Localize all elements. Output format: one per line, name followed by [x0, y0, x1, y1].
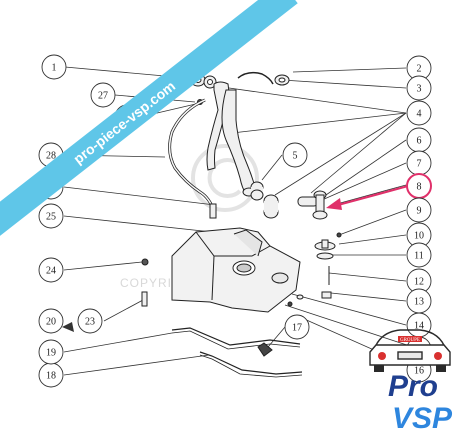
callout-label: 27 — [98, 91, 108, 102]
leader-lines — [63, 66, 420, 376]
car-icon — [369, 329, 451, 372]
callout-6: 6 — [406, 127, 432, 153]
callout-circle — [406, 242, 432, 268]
site-banner: pro-piece-vsp.com — [0, 0, 298, 238]
banner-band — [0, 0, 298, 238]
callout-label: 18 — [46, 371, 56, 382]
callout-9: 9 — [406, 197, 432, 223]
callout-label: 5 — [293, 151, 298, 162]
callout-label: 24 — [46, 266, 56, 277]
callout-label: 25 — [46, 212, 56, 223]
callout-7: 7 — [406, 150, 432, 176]
callout-3: 3 — [406, 75, 432, 101]
callout-25: 25 — [38, 203, 64, 229]
callout-circle — [38, 308, 64, 334]
callout-11: 11 — [406, 242, 432, 268]
callout-8: 8 — [406, 173, 432, 199]
callout-label: 20 — [46, 317, 56, 328]
callout-10: 10 — [406, 222, 432, 248]
callout-label: 11 — [414, 251, 424, 262]
callout-circle — [406, 100, 432, 126]
callout-label: 3 — [417, 84, 422, 95]
highlight-arrow — [337, 184, 409, 207]
callout-label: 19 — [46, 348, 56, 359]
callout-label: 16 — [414, 366, 424, 377]
callout-label: 6 — [417, 136, 422, 147]
provsp-logo: GROUPE Pro VSP — [369, 329, 453, 435]
callout-24: 24 — [38, 257, 64, 283]
callout-label: 23 — [85, 317, 95, 328]
callout-circle — [38, 339, 64, 365]
callout-label: 8 — [417, 182, 422, 193]
callout-20: 20 — [38, 308, 64, 334]
callout-label: 10 — [414, 231, 424, 242]
callout-circle — [282, 142, 308, 168]
callout-17: 17 — [284, 314, 310, 340]
arrow-20 — [62, 322, 74, 332]
callout-circle — [406, 197, 432, 223]
parts — [141, 71, 342, 378]
callout-circle — [90, 82, 116, 108]
callout-label: 1 — [52, 63, 57, 74]
callout-label: 2 — [417, 64, 422, 75]
callout-label: 17 — [292, 323, 302, 334]
callout-23: 23 — [77, 308, 103, 334]
callout-13: 13 — [406, 288, 432, 314]
callout-circle — [406, 75, 432, 101]
logo-pro-text: Pro — [388, 370, 438, 403]
copyright-circle — [191, 144, 259, 212]
callout-label: 4 — [417, 109, 422, 120]
logo-vsp-text: VSP — [392, 402, 453, 435]
highlight-arrowhead — [326, 198, 342, 210]
callout-label: 28 — [46, 151, 56, 162]
callout-circle — [38, 203, 64, 229]
callout-circle — [38, 257, 64, 283]
callout-18: 18 — [38, 362, 64, 388]
tagline-bar — [398, 336, 422, 342]
banner-text: pro-piece-vsp.com — [70, 78, 178, 167]
callout-circle — [77, 308, 103, 334]
callout-14: 14 — [406, 312, 432, 338]
callouts: 1234567891011121314151617181920232425272… — [38, 54, 432, 388]
callout-27: 27 — [90, 82, 116, 108]
callout-label: 7 — [417, 159, 422, 170]
callout-1: 1 — [41, 54, 67, 80]
callout-4: 4 — [406, 100, 432, 126]
callout-label: 14 — [414, 321, 424, 332]
callout-circle — [41, 54, 67, 80]
logo-tagline: GROUPE — [400, 338, 420, 343]
callout-label: 9 — [417, 206, 422, 217]
callout-5: 5 — [282, 142, 308, 168]
callout-19: 19 — [38, 339, 64, 365]
callout-label: 13 — [414, 297, 424, 308]
callout-label: 12 — [414, 277, 424, 288]
callout-circle — [284, 314, 310, 340]
